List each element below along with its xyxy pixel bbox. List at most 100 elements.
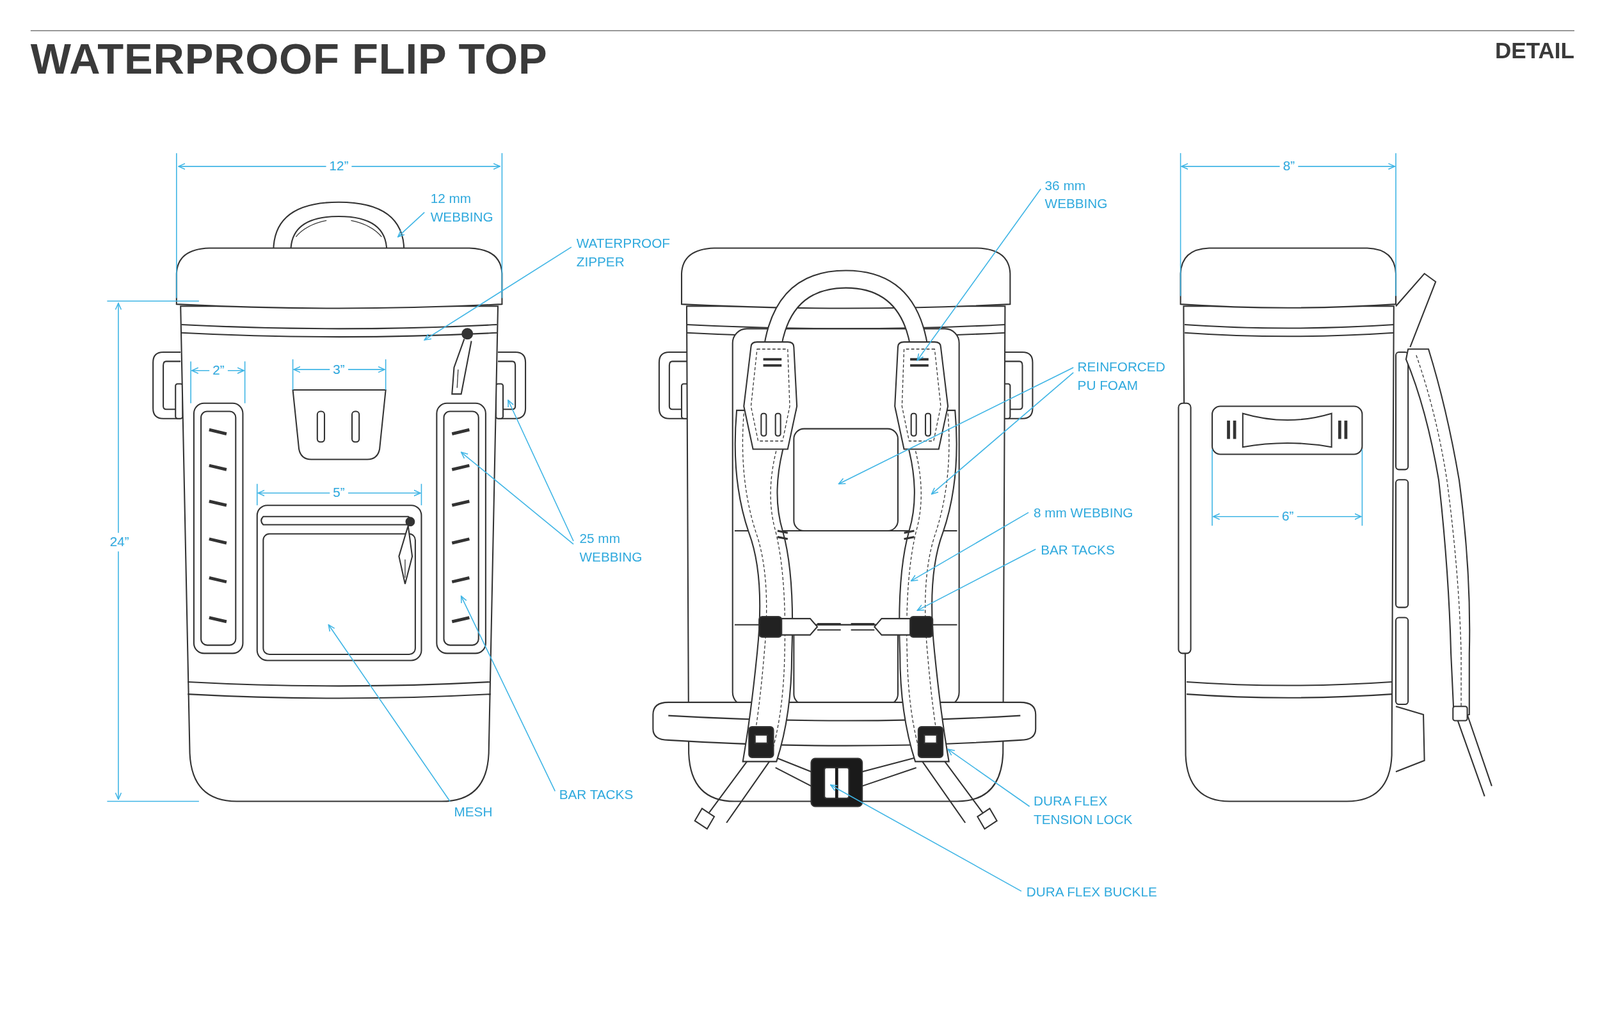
front-view-part-part — [209, 577, 227, 582]
header-label: DETAIL — [1495, 35, 1575, 66]
side-view-part — [1184, 332, 1394, 337]
front-view-part-part — [451, 501, 470, 505]
front-view-part — [293, 389, 386, 459]
front-view-part — [496, 352, 526, 419]
side-view-part-part — [1344, 420, 1348, 440]
side-view-part — [1212, 406, 1362, 455]
front-view-part — [436, 403, 486, 654]
front-view-part — [398, 525, 413, 584]
leader-lines-part — [931, 372, 1074, 495]
dimension-lines-part — [421, 483, 423, 505]
side-view-part — [1395, 273, 1436, 347]
side-view-part — [1395, 705, 1425, 772]
frame-part — [30, 30, 1575, 32]
side-view-part — [1395, 352, 1408, 470]
callout-label: MESH — [453, 803, 493, 822]
dimension-lines-part — [106, 300, 199, 303]
dimension-lines-part — [1180, 152, 1182, 296]
leader-lines-part — [461, 595, 556, 792]
side-view-part — [1178, 403, 1191, 654]
back-view-part — [835, 767, 839, 799]
back-view-part — [668, 715, 1021, 721]
front-view-part — [181, 332, 498, 337]
front-view-part-part — [209, 617, 227, 622]
dimension-lines-part — [244, 360, 246, 403]
leader-lines-part — [461, 451, 574, 544]
front-view-part — [317, 411, 325, 443]
front-view-part — [187, 681, 491, 686]
side-view-part — [1186, 693, 1392, 698]
callout-label: BAR TACKS — [1040, 540, 1115, 559]
callout-label: REINFORCED PU FOAM — [1077, 358, 1170, 395]
leader-lines-part — [917, 188, 1041, 361]
frame — [30, 30, 1575, 32]
front-view-part — [200, 411, 236, 646]
back-view — [652, 247, 1036, 829]
dimension-lines-part — [385, 359, 387, 390]
leader-lines-part — [328, 624, 450, 802]
leader-lines-part — [839, 367, 1074, 484]
front-view-part-part — [209, 538, 227, 543]
side-view-part-part — [1226, 420, 1231, 440]
side-view — [1178, 247, 1492, 801]
callout-label: 12 mm WEBBING — [430, 190, 513, 226]
front-view-part-part — [451, 465, 470, 470]
dimension-lines-part — [176, 152, 178, 298]
front-view-part — [180, 305, 498, 801]
dimension-label: 8” — [1280, 157, 1298, 176]
dimension-label: 12” — [326, 157, 352, 176]
side-view-part — [1395, 479, 1408, 607]
front-view-part-part — [209, 501, 227, 505]
side-view-part — [1452, 705, 1467, 720]
front-view-part — [404, 559, 406, 578]
front-view-part — [444, 411, 479, 646]
dimension-label: 24” — [106, 532, 133, 551]
front-view-part — [456, 369, 459, 388]
side-view-part-part — [1233, 420, 1237, 440]
back-view-part — [1002, 352, 1033, 419]
side-view-part — [1180, 247, 1396, 308]
front-view-part — [187, 693, 491, 698]
front-view-part-part — [451, 429, 470, 434]
dimension-label: 3” — [329, 360, 348, 379]
dimension-lines-part — [292, 359, 294, 390]
leader-lines-part — [947, 748, 1030, 806]
dimension-label: 6” — [1278, 506, 1297, 525]
front-view-part — [406, 517, 415, 526]
dimension-lines-part — [1361, 448, 1364, 526]
front-view — [152, 202, 526, 802]
dimension-lines-part — [106, 800, 199, 802]
side-view-part — [1242, 413, 1332, 448]
back-view-part — [793, 624, 898, 704]
side-view-part — [1183, 305, 1394, 801]
dimension-lines-part — [117, 303, 120, 800]
back-view-part — [659, 352, 689, 419]
back-view-part — [763, 270, 929, 352]
leader-lines-part — [424, 247, 572, 340]
dimension-lines-part — [1395, 152, 1397, 296]
front-view-part — [352, 411, 360, 443]
leader-lines-part — [917, 549, 1036, 611]
front-view-part — [193, 403, 244, 654]
leader-lines-part — [398, 212, 425, 237]
callout-label: 25 mm WEBBING — [579, 529, 662, 566]
leader-lines-part — [508, 400, 574, 541]
dimension-lines-part — [1211, 448, 1213, 526]
leader-lines-part — [911, 512, 1029, 581]
side-view-part — [1186, 681, 1392, 686]
callout-label: DURA FLEX TENSION LOCK — [1033, 791, 1144, 828]
title: WATERPROOF FLIP TOP — [30, 34, 548, 84]
callout-label: WATERPROOF ZIPPER — [576, 234, 674, 271]
front-view-part-part — [209, 465, 227, 470]
side-view-part — [1457, 714, 1492, 797]
front-view-part — [462, 328, 473, 339]
back-view-part — [810, 758, 863, 807]
front-view-part — [261, 516, 411, 525]
dimension-lines-part — [256, 483, 258, 505]
dimension-lines-part — [190, 360, 192, 403]
front-view-part — [176, 247, 503, 308]
front-view-part — [273, 202, 404, 252]
dimension-lines — [106, 152, 1396, 801]
callout-label: BAR TACKS — [559, 785, 634, 804]
front-view-part-part — [451, 617, 470, 622]
